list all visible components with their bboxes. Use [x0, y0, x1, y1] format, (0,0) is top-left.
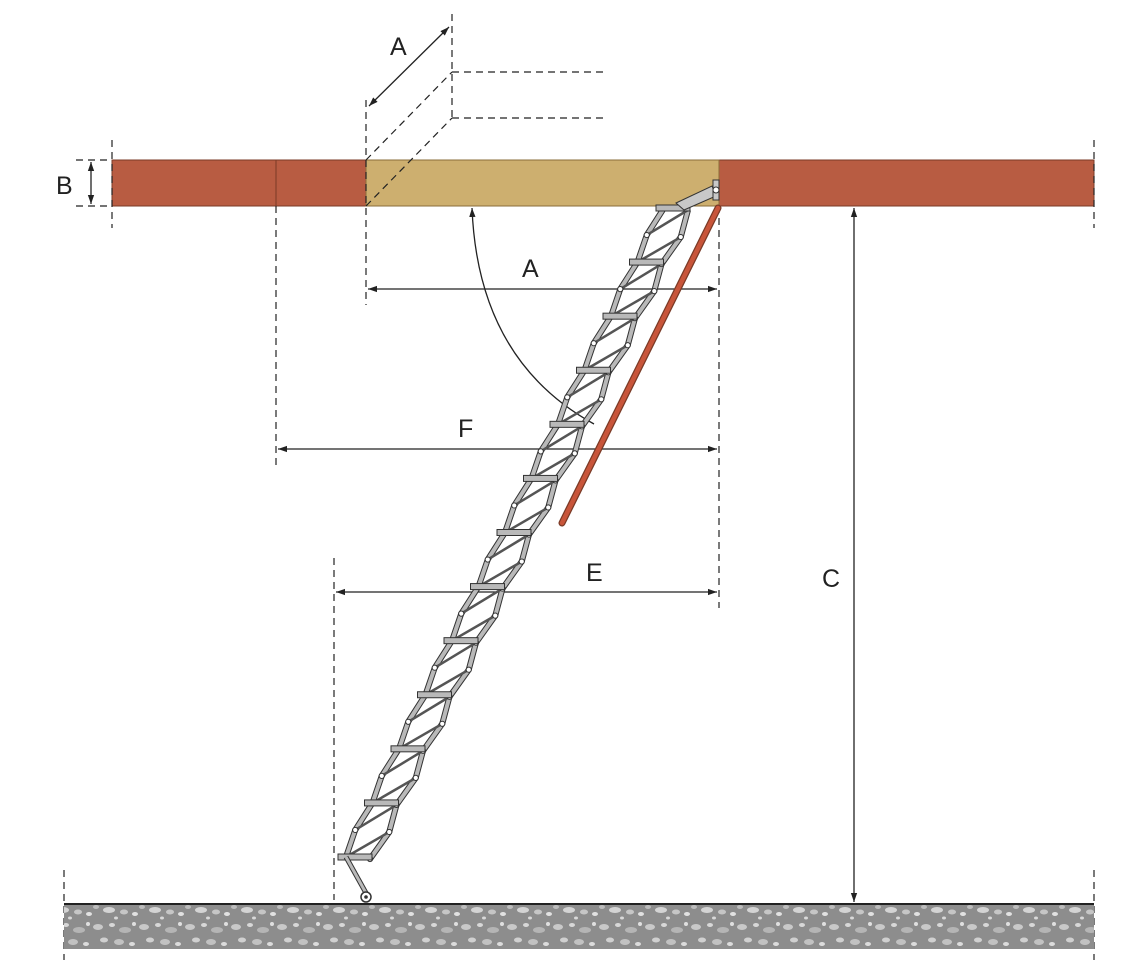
ladder-cross-link: [513, 479, 557, 507]
ladder-pivot: [439, 720, 446, 727]
ladder-pivot: [545, 504, 552, 511]
ladder-cross-link: [354, 803, 398, 832]
ladder-foot-icon: [360, 891, 372, 903]
dimension-lines: [87, 26, 858, 902]
ladder-cross-link: [530, 452, 576, 480]
ceiling-left: [111, 159, 367, 207]
gravel-floor: [64, 905, 1094, 949]
ladder-pivot: [590, 340, 597, 347]
ladder-leg: [344, 856, 368, 894]
ladder-tread: [655, 204, 691, 212]
handrail-fill: [559, 205, 721, 526]
ladder-pivot: [651, 288, 658, 295]
ladder-pivot: [412, 774, 419, 781]
hinge-icon: [675, 179, 720, 211]
ladder-pivot: [465, 666, 472, 673]
ladder-pivot: [537, 448, 544, 455]
ladder-cross-link: [593, 317, 636, 345]
ladder-cross-link: [566, 371, 610, 399]
ladder-tread: [390, 745, 426, 753]
hatch-panel: [365, 159, 720, 207]
label-c: C: [822, 565, 840, 593]
ladder-cross-link: [460, 587, 504, 615]
ladder-tread: [549, 420, 585, 428]
ladder-cross-link: [610, 290, 655, 318]
ladder-tread: [523, 474, 558, 482]
ladder-cross-link: [619, 263, 663, 291]
ladder-cross-link: [487, 533, 530, 561]
ladder-tread: [443, 637, 479, 645]
ladder-pivot: [598, 396, 605, 403]
ladder-pivot: [617, 286, 624, 293]
ladder-cross-link: [557, 398, 602, 426]
ladder-pivot: [458, 610, 465, 617]
ceiling-slab: [111, 159, 1095, 207]
ladder-cross-link: [451, 614, 496, 642]
ladder-cross-link: [371, 776, 417, 804]
ladder-pivot: [624, 342, 631, 349]
ladder-cross-link: [636, 235, 682, 264]
ladder-tread: [417, 691, 452, 699]
ladder-pivot: [492, 612, 499, 619]
ladder-tread: [629, 258, 664, 266]
ladder-tread: [496, 529, 532, 536]
dimension-labels: A B A F E C: [56, 33, 840, 593]
dim-a-top: [368, 26, 450, 107]
ladder-pivot: [511, 502, 518, 509]
ladder-pivot: [571, 450, 578, 457]
label-f: F: [458, 415, 473, 443]
ladder-cross-link: [434, 641, 477, 669]
ladder-pivot: [518, 558, 525, 565]
ladder-cross-link: [424, 668, 470, 696]
ladder-pivot: [677, 233, 684, 241]
ladder-cross-link: [345, 830, 390, 859]
ladder-tread: [602, 312, 638, 320]
scissor-ladder: [337, 204, 691, 895]
ladder-tread: [337, 853, 373, 861]
label-a-top: A: [390, 33, 407, 61]
ladder-tread: [364, 799, 399, 807]
ladder-pivot: [378, 772, 385, 779]
label-a-mid: A: [522, 255, 539, 283]
ladder-cross-link: [540, 425, 583, 453]
ladder-pivot: [405, 718, 412, 725]
ladder-cross-link: [407, 695, 451, 723]
ladder-cross-link: [583, 344, 629, 372]
guide-box-left-top: [365, 71, 453, 161]
ceiling-right: [718, 159, 1095, 207]
ladder-pivot: [484, 556, 491, 563]
ladder-pivot: [431, 664, 438, 671]
ladder-cross-link: [398, 722, 443, 750]
ladder-pivot: [643, 231, 650, 239]
ladder-cross-link: [381, 749, 424, 777]
ladder-tread: [470, 583, 505, 591]
guide-box-left-bottom: [365, 117, 453, 207]
ladder-cross-link: [504, 506, 549, 534]
ladder-pivot: [386, 828, 393, 836]
ladder-cross-link: [477, 560, 523, 588]
ladder-cross-link: [646, 208, 689, 237]
ladder-pivot: [352, 826, 359, 834]
ladder-tread: [576, 366, 611, 374]
ladder-pivot: [564, 394, 571, 401]
floor: [64, 903, 1094, 949]
label-e: E: [586, 559, 603, 587]
label-b: B: [56, 172, 73, 200]
